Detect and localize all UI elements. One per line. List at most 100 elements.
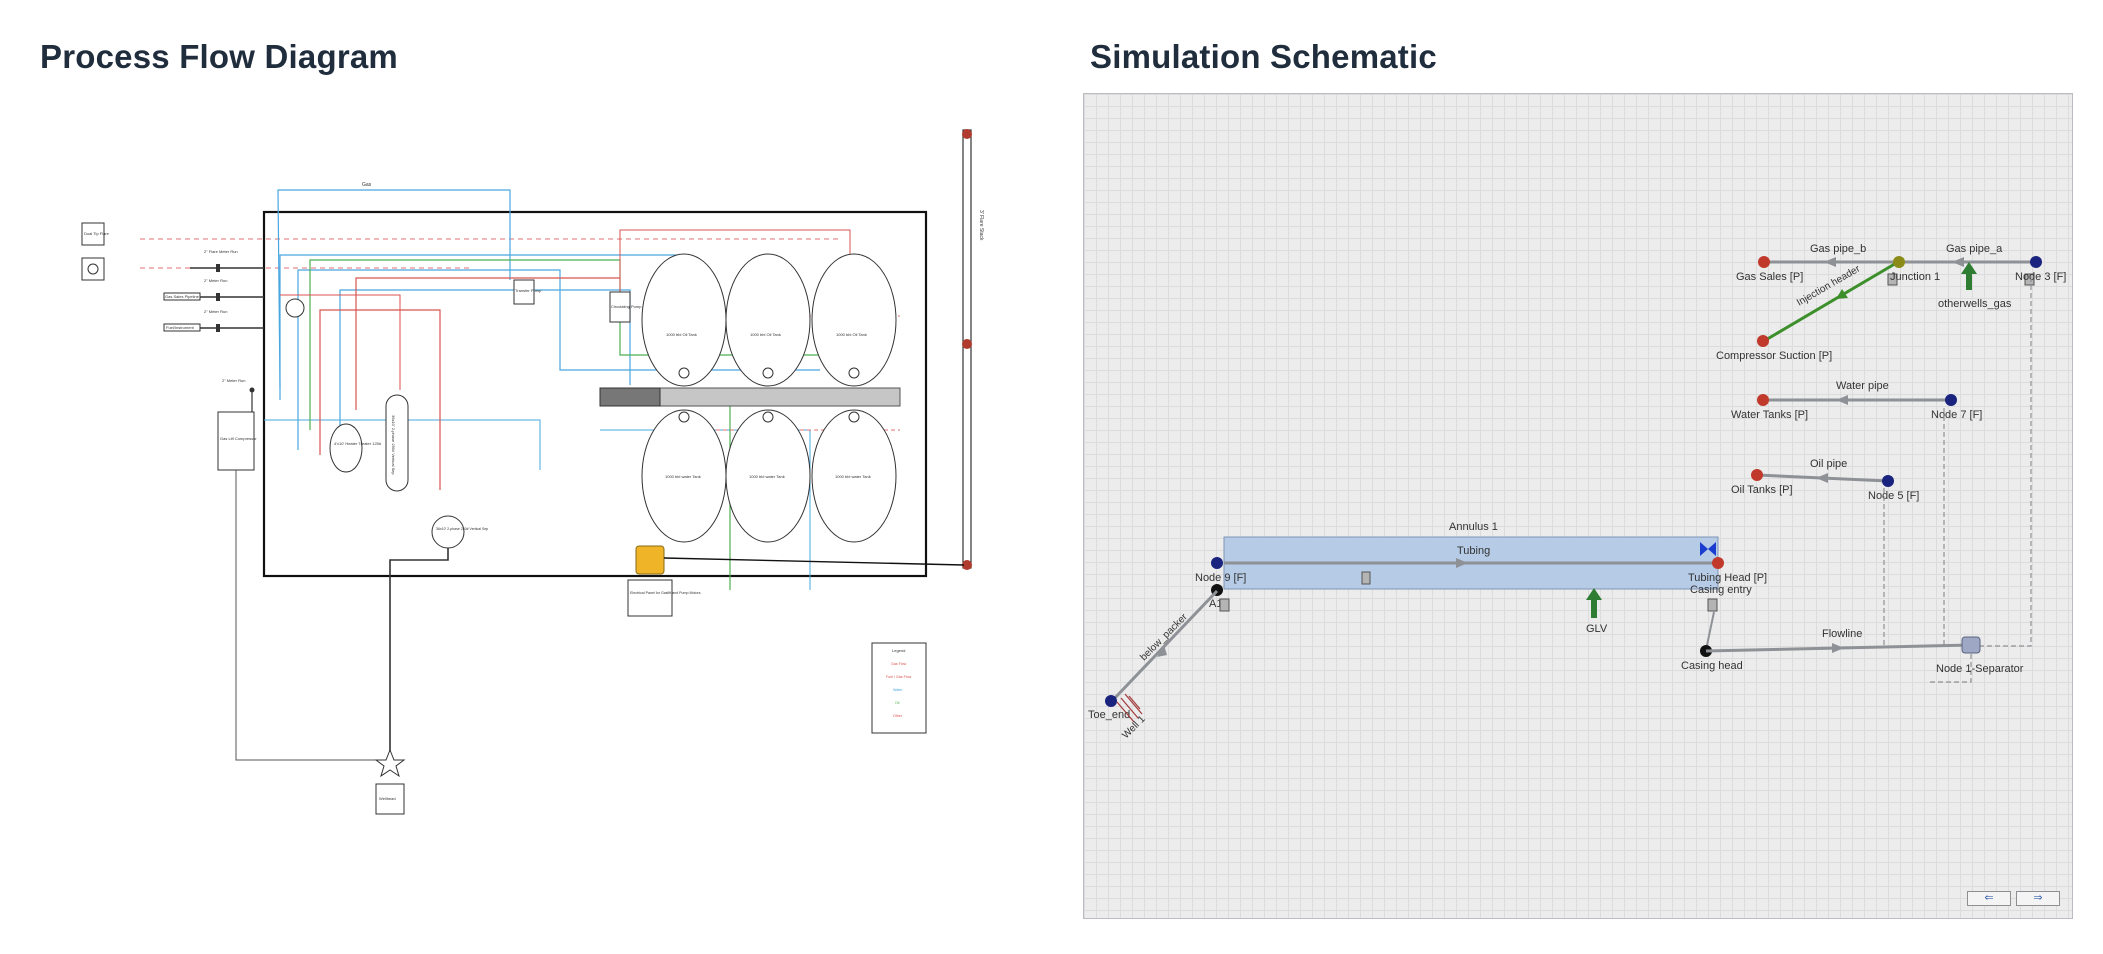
node-3-icon [2024,273,2035,286]
water-pipe-label: Water pipe [1836,380,1889,392]
water-tanks-node[interactable] [1757,394,1769,406]
gas-pipe-b-arrow [1824,257,1836,267]
simulation-network[interactable]: Gas pipe_b Gas pipe_a Injection header G… [1084,94,2072,918]
water-tank-3: 1000 bbl water Tank [811,409,897,543]
well-1-icon[interactable] [1116,693,1143,723]
flare-valve-top [962,129,972,139]
meter-label-3: 2" Meter Run [204,309,227,314]
injection-header[interactable] [1763,260,1899,343]
electrical-panel-unit [635,545,665,575]
glv-arrow[interactable] [1586,588,1602,618]
flowline-label: Flowline [1822,628,1862,640]
circulating-pump [609,291,631,323]
two-phase-separator [431,515,465,549]
injection-header-arrow [1836,289,1848,299]
dual-tip-flare-box [81,222,105,246]
flowline-arrow [1832,643,1844,653]
process-flow-diagram: 3' Flare Stack Gas Dual Tip Flare 2" Fla… [81,129,984,815]
previous-page-button[interactable]: ⇐ [1967,891,2011,906]
water-tank-2-label: 1000 bbl water Tank [749,474,785,479]
meter-label-4: 2" Meter Run [222,378,245,383]
node-5-node[interactable] [1882,475,1894,487]
simulation-canvas[interactable]: Gas pipe_b Gas pipe_a Injection header G… [1083,93,2073,919]
annulus-icon [1361,571,1371,585]
casing-head-label: Casing head [1681,660,1743,672]
gas-sales-label: Gas Sales [P] [1736,271,1803,283]
gas-scrubber [285,298,305,318]
casing-entry-label: Casing entry [1690,584,1752,596]
node-7-label: Node 7 [F] [1931,409,1982,421]
annulus-1-label: Annulus 1 [1449,521,1498,533]
a1-icon [1219,598,1230,612]
water-tank-2: 1000 bbl water Tank [725,409,811,543]
oil-tank-3: 1000 bbl Oil Tank [811,253,897,387]
gas-pipe-a-label: Gas pipe_a [1946,243,2003,255]
toe-end-node[interactable] [1105,695,1117,707]
otherwells-gas-arrow[interactable] [1961,262,1977,290]
sim-title: Simulation Schematic [1090,38,1437,75]
gas-lift-compressor-label: Gas Lift Compressor [220,436,257,441]
node-3-label: Node 3 [F] [2015,271,2066,283]
next-page-button[interactable]: ⇒ [2016,891,2060,906]
pfd-legend-item: Gas Flow [891,662,907,666]
junction-1-node[interactable] [1893,256,1905,268]
a1-label: A1 [1209,598,1222,610]
node-9-node[interactable] [1211,557,1223,569]
oil-tank-2-label: 1000 bbl Oil Tank [750,332,781,337]
panel-to-flare-line [663,557,965,566]
tubing-head-valve-b [1708,542,1716,556]
heater-treater [329,423,363,473]
blue-line-c [339,289,631,440]
gas-line-top [277,189,511,389]
water-tanks-label: Water Tanks [P] [1731,409,1808,421]
transfer-pump [513,279,535,305]
node-1-separator-icon[interactable] [1961,636,1981,654]
pfd-legend-item: Fuel / Gas Flow [886,675,912,679]
node-7-node[interactable] [1945,394,1957,406]
wellhead-label: Wellhead [379,796,396,801]
tubing-head-valve[interactable] [1700,542,1708,556]
red-line-a [355,277,620,410]
junction-1-label: Junction 1 [1890,271,1940,283]
red-line-b [319,309,441,490]
wellhead-box [375,783,405,815]
oil-pipe-label: Oil pipe [1810,458,1847,470]
vertical-separator [385,394,409,492]
below-packer-arrow [1157,645,1167,657]
node-3-node[interactable] [2030,256,2042,268]
separator-dashed-bottom [1930,646,1972,683]
electrical-panel-label: Electrical Panel for Gaslift and Pump Mo… [630,591,701,595]
below-packer[interactable] [1110,589,1219,703]
water-tank-1-label: 1000 bbl water Tank [665,474,701,479]
oil-tanks-label: Oil Tanks [P] [1731,484,1793,496]
tubing-label: Tubing [1457,545,1490,557]
tubing-head-node[interactable] [1712,557,1724,569]
tubing-head-label: Tubing Head [P] [1688,572,1767,584]
node-5-label: Node 5 [F] [1868,490,1919,502]
vertical-separator-label: 36x10' 2-phase 250# Vertical Sep [391,415,396,475]
oil-tank-3-label: 1000 bbl Oil Tank [836,332,867,337]
oil-tanks-node[interactable] [1751,469,1763,481]
pfd-legend-item: Other [893,714,903,718]
gas-sales-pipeline-label: Gas Sales Pipeline [165,294,200,299]
oil-pipe-arrow [1816,473,1828,483]
pfd-legend-item: Oil [895,701,900,705]
separator-gas-outlet [1971,279,2032,647]
flare-stack-label: 3' Flare Stack [978,210,984,241]
compressor-to-wellhead-line [235,470,390,761]
meter-label-1: 2" Flare Meter Run [204,249,238,254]
gas-pipe-b-label: Gas pipe_b [1810,243,1866,255]
two-phase-separator-label: 36x10' 2-phase 250# Vertical Sep [436,527,488,531]
water-tank-1: 1000 bbl water Tank [641,409,727,543]
meter-valve-4 [249,387,255,393]
walkway-grating-hatch [599,387,661,407]
gas-lift-compressor [217,411,255,471]
pfd-title: Process Flow Diagram [40,38,398,75]
oil-tank-1: 1000 bbl Oil Tank [641,253,727,387]
heater-treater-label: 4'x10' Heater Treater 125# [334,441,382,446]
node-9-label: Node 9 [F] [1195,572,1246,584]
glv-label: GLV [1586,623,1608,635]
node-1-separator-label: Node 1-Separator [1936,663,2024,675]
gas-sales-node[interactable] [1758,256,1770,268]
compressor-suction-node[interactable] [1757,335,1769,347]
